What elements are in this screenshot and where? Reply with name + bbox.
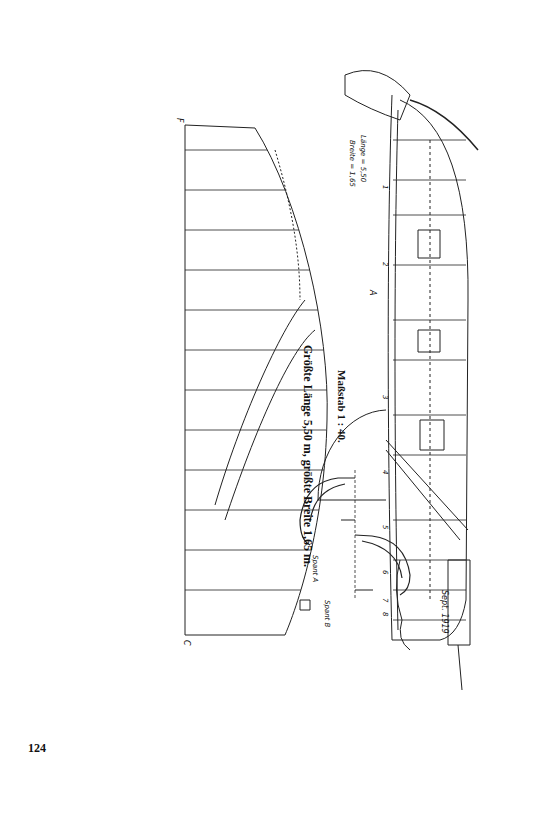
frame-line: [393, 180, 466, 181]
drawing-label: F: [175, 118, 183, 123]
signature-flourish: [396, 560, 410, 650]
station-line: [185, 270, 340, 271]
drawing-label: 7: [381, 598, 388, 602]
frame-line: [393, 215, 466, 216]
drawing-label: 2: [381, 262, 388, 266]
drawing-label: C: [182, 640, 190, 646]
frame-line: [393, 520, 466, 521]
drawing-label: Länge = 5,50: [359, 135, 366, 182]
plan-view: [185, 125, 327, 635]
section-views: [300, 470, 410, 600]
drawing-label: 4: [381, 470, 388, 474]
drawing-label: Sept. 1919: [440, 590, 448, 634]
station-line: [185, 150, 340, 151]
drawing-label: 124: [28, 742, 46, 754]
station-line: [185, 390, 340, 391]
frame-lines: [393, 140, 466, 620]
station-line: [185, 550, 340, 551]
frame-line: [393, 620, 466, 621]
drawing-label: 8: [381, 612, 388, 616]
drawing-label: 3: [381, 395, 388, 399]
drawing-label: Breite = 1,65: [348, 140, 355, 187]
station-lines: [185, 150, 340, 590]
caption: Größte Länge 5,50 m, größte Breite 1,65 …: [302, 345, 314, 567]
drawing-label: 5: [381, 525, 388, 529]
frame-line: [393, 265, 466, 266]
drawing-label: Spant B: [323, 600, 330, 627]
frame-line: [393, 455, 466, 456]
station-line: [185, 510, 340, 511]
frame-line: [393, 415, 466, 416]
station-line: [185, 470, 340, 471]
station-line: [185, 310, 340, 311]
frame-line: [393, 560, 466, 561]
profile-view: [318, 71, 478, 691]
drawing-label: Maßstab 1 : 40.: [336, 370, 347, 443]
station-line: [185, 590, 340, 591]
station-line: [185, 350, 340, 351]
station-line: [185, 190, 340, 191]
station-line: [185, 430, 340, 431]
drawing-label: 6: [381, 570, 388, 574]
drawing-label: 1: [381, 185, 388, 189]
frame-line: [393, 360, 466, 361]
drawing-label: A: [368, 290, 376, 295]
station-line: [185, 230, 340, 231]
frame-line: [393, 140, 466, 141]
frame-line: [393, 320, 466, 321]
frame-line: [393, 590, 466, 591]
